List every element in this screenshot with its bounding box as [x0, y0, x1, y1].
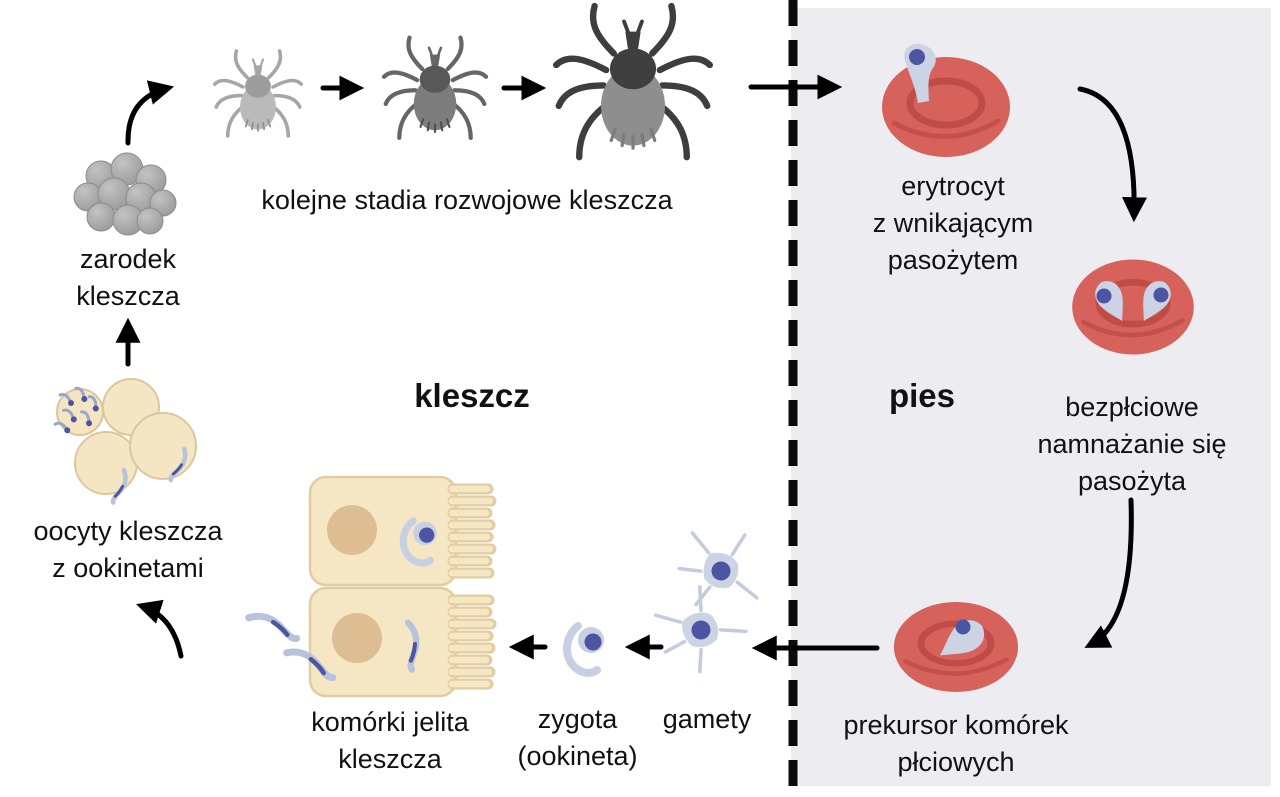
label-section-dog: pies: [888, 377, 956, 414]
zygote-ookinete-illustration: [567, 626, 604, 673]
arrow-multiplication-to-precursor: [1084, 497, 1134, 648]
label-tick-stages: kolejne stadia rozwojowe kleszcza: [261, 185, 673, 215]
label-gametes: gamety: [662, 704, 752, 734]
tick-gut-cells-illustration: [246, 475, 497, 698]
arrow-erythrocyte-to-multiplication: [1077, 86, 1147, 223]
tick-embryo-eggs-illustration: [73, 152, 177, 236]
label-zygote: zygota (ookineta): [517, 704, 638, 771]
erythrocyte-invading-parasite-illustration: [882, 43, 1010, 157]
tick-nymph-icon: [384, 38, 486, 138]
arrow-eggs-to-larva: [125, 80, 175, 146]
tick-adult-icon: [556, 6, 710, 157]
label-oocytes: oocyty kleszcza z ookinetami: [33, 516, 223, 583]
label-erythrocyte: erytrocyt z wnikającym pasożytem: [872, 171, 1034, 275]
label-asexual-multiplication: bezpłciowe namnażanie się pasożyta: [1037, 392, 1227, 496]
erythrocyte-asexual-multiplication-illustration: [1072, 260, 1194, 355]
label-section-tick: kleszcz: [414, 377, 530, 414]
arrow-gut-cells-to-oocytes: [136, 599, 184, 659]
label-tick-embryo: zarodek kleszcza: [76, 244, 180, 311]
label-gametocyte-precursor: prekursor komórek płciowych: [843, 710, 1069, 777]
tick-larva-icon: [213, 49, 304, 138]
label-gut-cells: komórki jelita kleszcza: [311, 707, 469, 774]
dog-host-panel: [791, 8, 1271, 786]
gametes-illustration: [649, 516, 778, 681]
tick-oocytes-illustration: [53, 378, 197, 503]
erythrocyte-gametocyte-precursor-illustration: [894, 602, 1018, 692]
